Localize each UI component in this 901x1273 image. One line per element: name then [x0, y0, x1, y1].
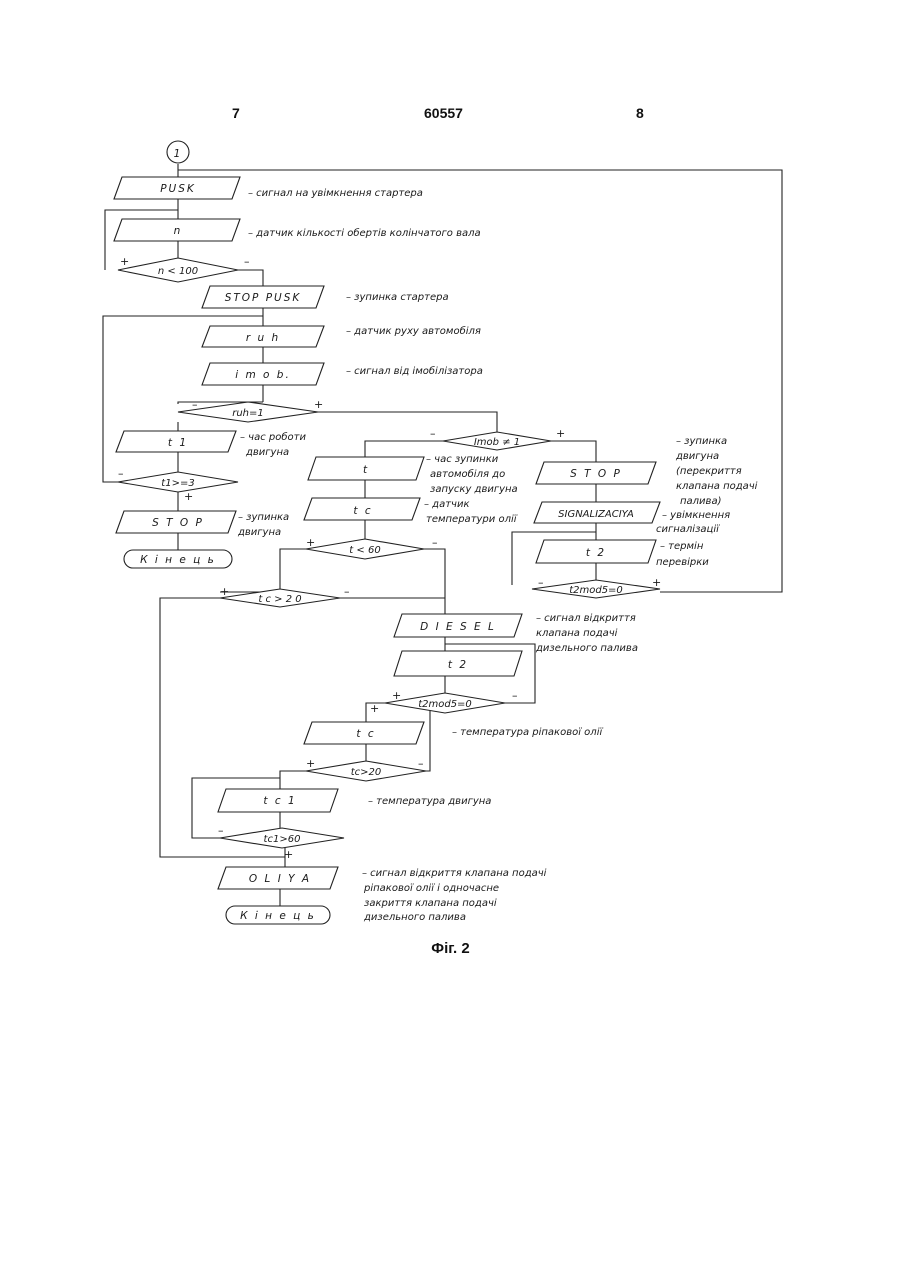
block-t1-label: t 1	[168, 437, 188, 449]
decision-t-minus: –	[432, 536, 438, 549]
annotation-t2-line2: перевірки	[656, 556, 709, 568]
decision-tc1-plus: +	[284, 848, 293, 861]
annotation-stop1-line2: двигуна	[237, 527, 281, 538]
decision-t-label: t < 60	[349, 545, 380, 556]
annotation-stop-pusk: – зупинка стартера	[346, 292, 449, 303]
decision-imob-minus: –	[430, 427, 436, 440]
annotation-imob: – сигнал від імобілізатора	[346, 365, 483, 377]
block-pusk-label: PUSK	[160, 183, 196, 195]
decision-t1-label: t1>=3	[161, 478, 194, 489]
decision-tc-1-minus: –	[344, 585, 350, 598]
block-stop-1-label: S T O P	[152, 517, 204, 529]
annotation-stop2-line3: (перекриття	[676, 466, 742, 477]
decision-imob-plus: +	[556, 427, 565, 440]
block-n-label: n	[174, 225, 183, 237]
annotation-stop2-line2: двигуна	[675, 451, 719, 462]
decision-tc-1-label: t c > 2 0	[258, 594, 301, 605]
decision-ruh-plus: +	[314, 398, 323, 411]
decision-t1-minus: –	[118, 467, 124, 480]
block-tc-label: t c	[353, 505, 372, 517]
block-stop-2-label: S T O P	[570, 468, 622, 480]
decision-tc1-label: tc1>60	[264, 834, 301, 845]
annotation-tc2: – температура ріпакової олії	[452, 726, 603, 738]
decision-n-plus: +	[120, 255, 129, 268]
decision-t2-a-minus: –	[538, 576, 544, 589]
block-tc-2-plus: +	[370, 702, 379, 715]
decision-t2-b-plus: +	[392, 689, 401, 702]
annotation-stop2-line4: клапана подачі	[676, 480, 758, 492]
annotation-oliya-line2: ріпакової олії і одночасне	[363, 882, 499, 894]
decision-tc-1-plus: +	[220, 585, 229, 598]
annotation-t-line2: автомобіля до	[430, 468, 505, 480]
decision-t1-plus: +	[184, 490, 193, 503]
figure-caption: Фіг. 2	[0, 940, 901, 957]
annotation-n: – датчик кількості обертів колінчатого в…	[248, 227, 481, 239]
decision-t2-b-minus: –	[512, 689, 518, 702]
annotation-pusk: – сигнал на увімкнення стартера	[248, 187, 423, 199]
block-t-label: t	[363, 464, 369, 476]
decision-tc-2-minus: –	[418, 757, 424, 770]
decision-tc-2-label: tc>20	[351, 767, 382, 778]
block-ruh-label: r u h	[246, 332, 280, 344]
annotation-t1-line1: – час роботи	[240, 431, 306, 443]
decision-t2-b-label: t2mod5=0	[418, 699, 472, 710]
annotation-diesel-line3: дизельного палива	[535, 643, 638, 654]
decision-t2-a-label: t2mod5=0	[569, 585, 623, 596]
block-stop-pusk-label: STOP PUSK	[225, 292, 302, 304]
decision-t-plus: +	[306, 536, 315, 549]
annotation-ruh: – датчик руху автомобіля	[346, 325, 481, 337]
block-t2-b-label: t 2	[448, 659, 468, 671]
decision-n-label: n < 100	[158, 266, 198, 277]
decision-ruh-label: ruh=1	[232, 408, 264, 419]
annotation-t-line1: – час зупинки	[426, 454, 499, 465]
block-tc-2-label: t c	[356, 728, 375, 740]
block-diesel-label: D I E S E L	[420, 621, 496, 633]
decision-ruh-minus: –	[192, 398, 198, 411]
decision-tc1-minus: –	[218, 824, 224, 837]
decision-t2-a-plus: +	[652, 576, 661, 589]
annotation-stop1-line1: – зупинка	[238, 512, 289, 523]
annotation-tc-line2: температури олії	[426, 513, 518, 525]
annotation-t1-line2: двигуна	[245, 447, 289, 458]
annotation-stop2-line1: – зупинка	[676, 436, 727, 447]
annotation-stop2-line5: палива)	[680, 496, 721, 507]
block-signalizaciya-label: SIGNALIZACIYA	[558, 509, 634, 520]
annotation-oliya-line3: закриття клапана подачі	[364, 897, 497, 909]
annotation-t-line3: запуску двигуна	[430, 484, 518, 495]
annotation-diesel-line1: – сигнал відкриття	[536, 612, 636, 624]
block-oliya-label: O L I Y A	[249, 873, 311, 885]
decision-tc-2-plus: +	[306, 757, 315, 770]
annotation-t2-line1: – термін	[660, 540, 704, 552]
block-tc1-label: t c 1	[263, 795, 296, 807]
annotation-oliya-line1: – сигнал відкриття клапана подачі	[362, 867, 547, 879]
annotation-sig-line1: – увімкнення	[662, 509, 730, 521]
block-imob-label: i m o b.	[235, 369, 291, 381]
annotation-diesel-line2: клапана подачі	[536, 627, 618, 639]
decision-imob-label: Imob ≠ 1	[474, 437, 520, 448]
terminator-end-2-label: К і н е ц ь	[240, 910, 316, 922]
annotation-sig-line2: сигналізації	[656, 523, 720, 535]
annotation-tc1: – температура двигуна	[368, 796, 491, 807]
annotation-oliya-line4: дизельного палива	[363, 912, 466, 923]
start-connector-label: 1	[174, 148, 183, 160]
annotation-tc-line1: – датчик	[424, 499, 470, 510]
decision-n-minus: –	[244, 255, 250, 268]
terminator-end-1-label: К і н е ц ь	[140, 554, 216, 566]
block-t2-a-label: t 2	[586, 547, 606, 559]
